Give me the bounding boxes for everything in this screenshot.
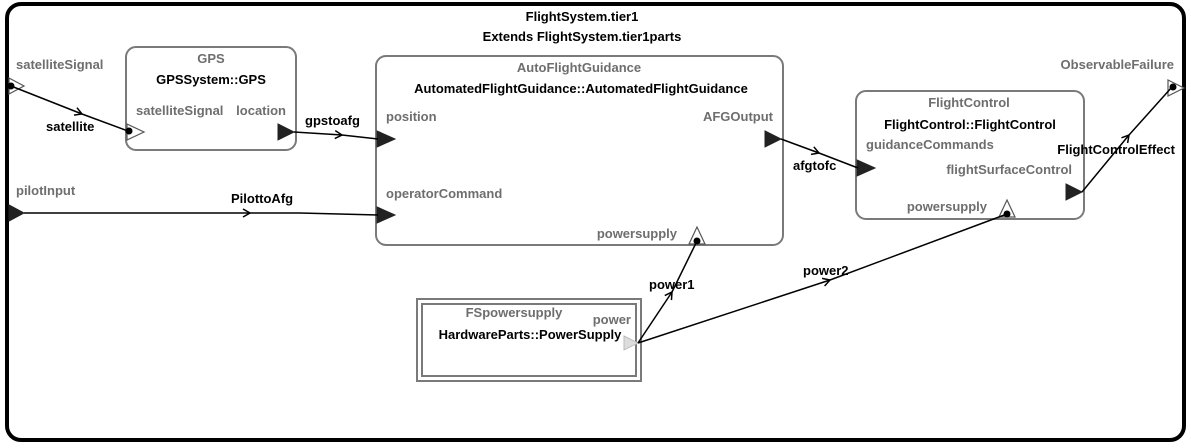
port-label: satelliteSignal xyxy=(136,103,223,118)
port-label: flightSurfaceControl xyxy=(946,162,1072,177)
connection-afgtofc[interactable]: afgtofc xyxy=(780,138,859,173)
connection-satellite[interactable]: satellite xyxy=(10,85,129,134)
out-port-icon[interactable] xyxy=(1065,183,1084,201)
connection-power1[interactable]: power1 xyxy=(637,240,698,344)
connection-power2[interactable]: power2 xyxy=(637,213,1008,344)
component-name: GPS xyxy=(197,51,225,66)
connection-label: gpstoafg xyxy=(305,113,360,128)
system-port-satellite-signal[interactable]: satelliteSignal xyxy=(7,57,104,95)
system-port-pilot-input[interactable]: pilotInput xyxy=(8,183,76,222)
connection-flight-control-effect[interactable]: FlightControlEffect xyxy=(1057,86,1176,193)
component-name: FSpowersupply xyxy=(466,305,564,320)
out-port-icon[interactable] xyxy=(764,130,783,148)
component-type: GPSSystem::GPS xyxy=(156,72,266,87)
out-port-icon[interactable] xyxy=(277,123,296,141)
port-label: powersupply xyxy=(597,226,678,241)
connection-pilottoafg[interactable]: PilottoAfg xyxy=(24,191,379,218)
component-type: AutomatedFlightGuidance::AutomatedFlight… xyxy=(414,81,748,96)
system-title: FlightSystem.tier1 xyxy=(526,9,639,24)
connection-label: afgtofc xyxy=(793,158,836,173)
component-type: FlightControl::FlightControl xyxy=(884,117,1056,132)
port-label: power xyxy=(593,312,631,327)
connection-label: satellite xyxy=(46,119,94,134)
system-extends: Extends FlightSystem.tier1parts xyxy=(483,29,682,44)
connection-label: PilottoAfg xyxy=(231,191,293,206)
port-label: guidanceCommands xyxy=(866,137,994,152)
component-auto-flight-guidance[interactable]: AutoFlightGuidance AutomatedFlightGuidan… xyxy=(375,55,784,246)
component-name: FlightControl xyxy=(928,95,1010,110)
connection-label: FlightControlEffect xyxy=(1057,142,1175,157)
connection-label: power2 xyxy=(803,263,849,278)
port-label: AFGOutput xyxy=(703,109,774,124)
system-port-label: pilotInput xyxy=(16,183,76,198)
port-label: position xyxy=(386,109,437,124)
system-port-label: satelliteSignal xyxy=(16,57,103,72)
component-fs-power-supply[interactable]: FSpowersupply HardwareParts::PowerSupply… xyxy=(416,298,642,382)
component-flight-control[interactable]: FlightControl FlightControl::FlightContr… xyxy=(855,90,1085,220)
connection-label: power1 xyxy=(649,277,695,292)
component-gps[interactable]: GPS GPSSystem::GPS satelliteSignal locat… xyxy=(125,46,297,151)
connection-gpstoafg[interactable]: gpstoafg xyxy=(293,113,379,140)
component-type: HardwareParts::PowerSupply xyxy=(439,327,623,342)
port-label: operatorCommand xyxy=(386,186,502,201)
power-port-icon[interactable] xyxy=(623,335,640,351)
system-frame xyxy=(5,2,1186,442)
port-label: powersupply xyxy=(907,199,988,214)
port-label: location xyxy=(236,103,286,118)
system-port-observable-failure[interactable]: ObservableFailure xyxy=(1061,57,1186,97)
system-port-label: ObservableFailure xyxy=(1061,57,1174,72)
component-name: AutoFlightGuidance xyxy=(517,60,641,75)
in-port-icon xyxy=(8,204,26,222)
